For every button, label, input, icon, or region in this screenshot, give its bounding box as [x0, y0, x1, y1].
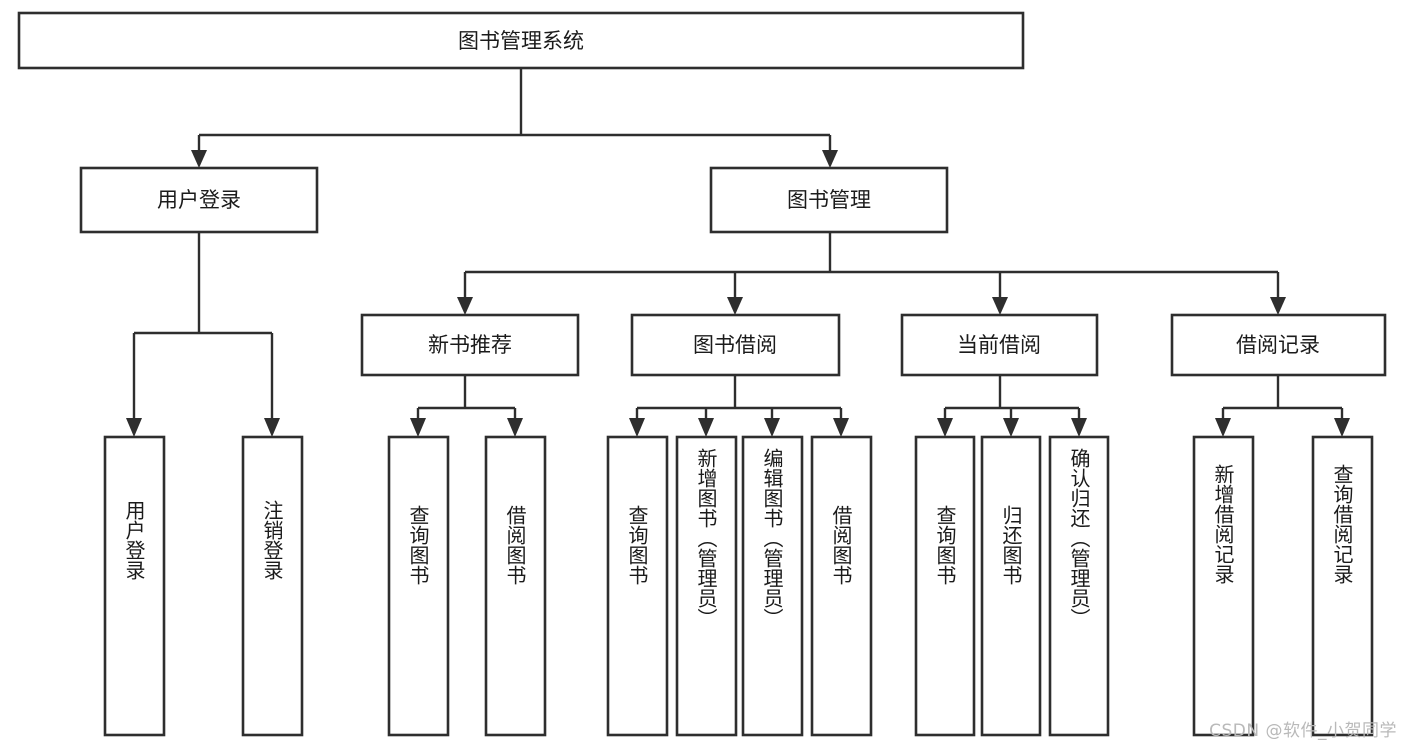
- leaf-current-borrow-1-label: 归还图书: [999, 505, 1023, 585]
- leaf-user-login-1-label: 注销登录: [260, 500, 284, 580]
- leaf-borrow-record-0-label: 新增借阅记录: [1211, 464, 1235, 584]
- leaf-current-borrow-1[interactable]: 归还图书: [980, 435, 1042, 737]
- node-root-box[interactable]: [17, 11, 1025, 70]
- leaf-new-book-1-box[interactable]: [484, 435, 547, 737]
- leaf-book-borrow-3-box[interactable]: [810, 435, 873, 737]
- leaf-book-borrow-0-label: 查询图书: [625, 505, 649, 585]
- node-user-login-label: 用户登录: [157, 188, 241, 212]
- node-borrow-record-box[interactable]: [1170, 313, 1387, 377]
- leaf-current-borrow-2[interactable]: 确认归还（管理员）: [1048, 435, 1110, 737]
- arrow-head-current-borrow: [992, 297, 1008, 315]
- arrow-head-new-book-leaf-1: [507, 418, 523, 437]
- leaf-new-book-0-label: 查询图书: [406, 505, 430, 585]
- arrow-head-current-borrow-leaf-0: [937, 418, 953, 437]
- arrow-head-book-borrow-leaf-1: [698, 418, 714, 437]
- arrow-head-borrow-record: [1270, 297, 1286, 315]
- leaf-borrow-record-0-box[interactable]: [1192, 435, 1255, 737]
- node-user-login-box[interactable]: [79, 166, 319, 234]
- arrow-head-book-borrow-leaf-3: [833, 418, 849, 437]
- leaf-current-borrow-1-box[interactable]: [980, 435, 1042, 737]
- leaf-book-borrow-2[interactable]: 编辑图书（管理员）: [741, 435, 804, 737]
- node-new-book-recommend-box[interactable]: [360, 313, 580, 377]
- leaf-book-borrow-3-label: 借阅图书: [829, 505, 853, 585]
- node-new-book-recommend-label: 新书推荐: [428, 333, 512, 357]
- node-borrow-record-label: 借阅记录: [1236, 333, 1320, 357]
- arrow-head-borrow-record-leaf-0: [1215, 418, 1231, 437]
- leaf-current-borrow-0-box[interactable]: [914, 435, 976, 737]
- leaf-new-book-0-box[interactable]: [387, 435, 450, 737]
- leaf-new-book-0[interactable]: 查询图书: [387, 435, 450, 737]
- node-book-borrow-box[interactable]: [630, 313, 841, 377]
- leaf-book-borrow-3[interactable]: 借阅图书: [810, 435, 873, 737]
- arrow-head-book-mgmt: [822, 150, 838, 168]
- arrow-head-user-login-leaf-0: [126, 418, 142, 437]
- leaf-book-borrow-2-label: 编辑图书（管理员）: [760, 448, 784, 628]
- node-current-borrow-label: 当前借阅: [957, 333, 1041, 357]
- leaf-book-borrow-2-box[interactable]: [741, 435, 804, 737]
- arrow-head-borrow-record-leaf-1: [1334, 418, 1350, 437]
- leaf-book-borrow-1-label: 新增图书（管理员）: [694, 448, 718, 628]
- leaf-borrow-record-1-label: 查询借阅记录: [1330, 464, 1354, 584]
- leaf-current-borrow-0[interactable]: 查询图书: [914, 435, 976, 737]
- node-root[interactable]: 图书管理系统: [17, 11, 1025, 70]
- node-current-borrow[interactable]: 当前借阅: [900, 313, 1099, 377]
- leaf-current-borrow-2-label: 确认归还（管理员）: [1067, 448, 1091, 628]
- arrow-head-new-book: [457, 297, 473, 315]
- node-borrow-record[interactable]: 借阅记录: [1170, 313, 1387, 377]
- arrow-head-book-borrow: [727, 297, 743, 315]
- leaf-user-login-0[interactable]: 用户登录: [103, 435, 166, 737]
- leaf-borrow-record-0[interactable]: 新增借阅记录: [1192, 435, 1255, 737]
- leaf-user-login-1-box[interactable]: [241, 435, 304, 737]
- leaf-borrow-record-1[interactable]: 查询借阅记录: [1311, 435, 1374, 737]
- arrow-head-book-borrow-leaf-2: [764, 418, 780, 437]
- leaf-book-borrow-1[interactable]: 新增图书（管理员）: [675, 435, 738, 737]
- node-book-borrow[interactable]: 图书借阅: [630, 313, 841, 377]
- leaf-user-login-0-box[interactable]: [103, 435, 166, 737]
- node-user-login[interactable]: 用户登录: [79, 166, 319, 234]
- leaf-new-book-1[interactable]: 借阅图书: [484, 435, 547, 737]
- leaf-new-book-1-label: 借阅图书: [503, 505, 527, 585]
- leaf-current-borrow-2-box[interactable]: [1048, 435, 1110, 737]
- node-book-management-label: 图书管理: [787, 188, 871, 212]
- node-new-book-recommend[interactable]: 新书推荐: [360, 313, 580, 377]
- leaf-current-borrow-0-label: 查询图书: [933, 505, 957, 585]
- watermark-text: CSDN @软件_小贺同学: [1209, 721, 1397, 741]
- arrow-head-book-borrow-leaf-0: [629, 418, 645, 437]
- node-book-borrow-label: 图书借阅: [693, 333, 777, 357]
- leaf-book-borrow-0-box[interactable]: [606, 435, 669, 737]
- arrow-head-current-borrow-leaf-2: [1071, 418, 1087, 437]
- arrow-head-current-borrow-leaf-1: [1003, 418, 1019, 437]
- node-book-management[interactable]: 图书管理: [709, 166, 949, 234]
- leaf-borrow-record-1-box[interactable]: [1311, 435, 1374, 737]
- leaf-book-borrow-0[interactable]: 查询图书: [606, 435, 669, 737]
- leaf-book-borrow-1-box[interactable]: [675, 435, 738, 737]
- node-root-label: 图书管理系统: [458, 29, 584, 53]
- leaf-user-login-1[interactable]: 注销登录: [241, 435, 304, 737]
- node-book-management-box[interactable]: [709, 166, 949, 234]
- arrow-head-user-login: [191, 150, 207, 168]
- arrow-head-user-login-leaf-1: [264, 418, 280, 437]
- leaf-user-login-0-label: 用户登录: [122, 500, 146, 580]
- connector-layer: [126, 68, 1350, 437]
- arrow-head-new-book-leaf-0: [410, 418, 426, 437]
- node-current-borrow-box[interactable]: [900, 313, 1099, 377]
